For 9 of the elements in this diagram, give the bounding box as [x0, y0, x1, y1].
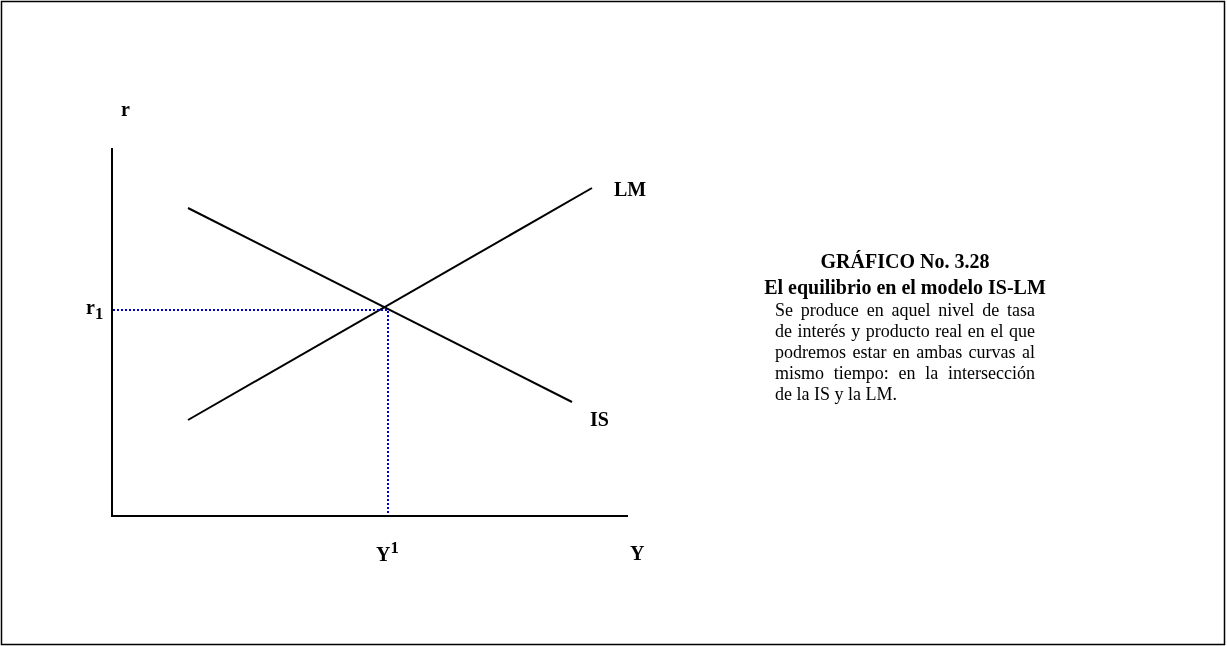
axis-label: Y [630, 542, 645, 565]
curve-label: IS [590, 408, 609, 431]
axis-value-label: Y$^{1}$ [376, 538, 399, 566]
curve-label: LM [614, 178, 647, 201]
caption-paragraph: Se produce en aquel nivel de tasa de interés y producto real en el que podremos estar en ambas curvas al mismo tiempo: en la intersección de la IS y la LM. [775, 300, 1035, 405]
axis-value-label: r$_{1}$ [86, 296, 104, 324]
figure-subtitle: El equilibrio en el modelo IS-LM [763, 276, 1047, 299]
axis-label: r [121, 98, 130, 121]
figure-title: GRÁFICO No. 3.28 [819, 250, 991, 273]
